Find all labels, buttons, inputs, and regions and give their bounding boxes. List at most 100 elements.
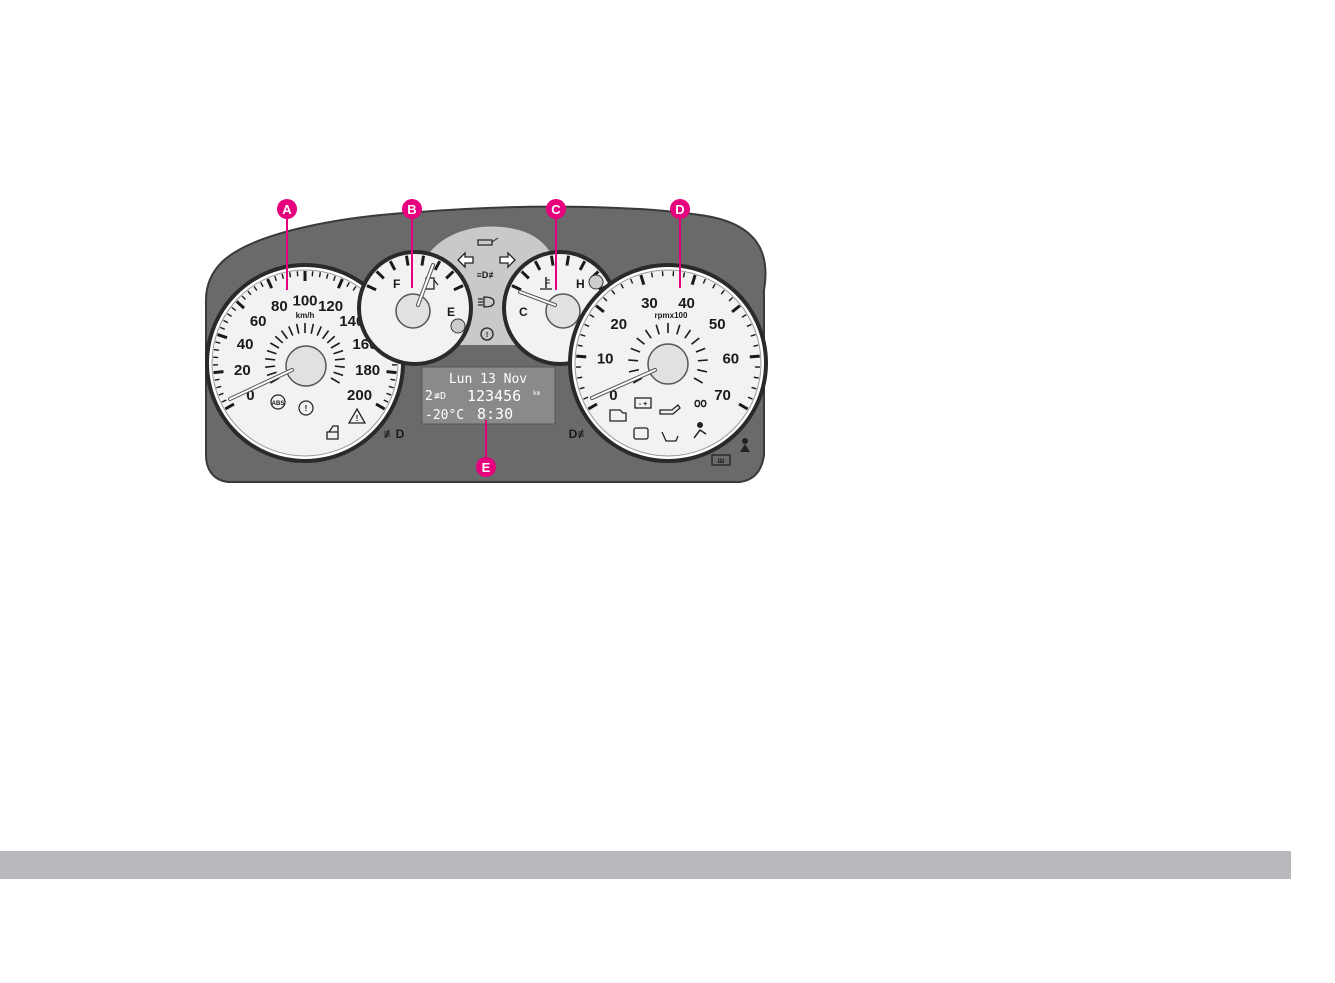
fuel-scale [366, 255, 464, 292]
speed-tick [332, 275, 336, 282]
turn-left-icon [457, 251, 474, 269]
rpm-tick [579, 386, 585, 390]
speed-tick [219, 326, 226, 330]
speed-tick [325, 273, 329, 279]
multifunction-display: Lun 13 Nov 2 ≢D 123456 km -20°C 8:30 [421, 366, 556, 425]
rear-defrost-icon: ш [711, 454, 731, 466]
rpm-inner-tick [644, 329, 652, 339]
speed-inner-tick [330, 342, 341, 349]
rpm-tick [611, 289, 616, 295]
rpm-inner-tick [676, 324, 681, 335]
callout-b: B [402, 199, 422, 219]
speed-inner-tick [334, 358, 345, 361]
immobilizer-icon [633, 427, 649, 440]
glow-plug-icon: ൦൦ [694, 396, 707, 410]
rpm-inner-tick [628, 359, 639, 362]
turn-right-icon [499, 251, 516, 269]
callout-a: A [277, 199, 297, 219]
rpm-tick [580, 333, 586, 337]
speed-inner-tick [321, 330, 330, 340]
svg-text:≢D: ≢D [384, 427, 405, 441]
display-odometer: 123456 [467, 387, 521, 405]
svg-text:≡D≢: ≡D≢ [477, 270, 498, 280]
rpm-label: 50 [709, 316, 726, 333]
rpm-tick [753, 376, 759, 379]
speed-label: 80 [271, 298, 288, 315]
speed-tick [281, 273, 285, 279]
display-temperature: -20°C [425, 408, 464, 423]
speed-tick [226, 313, 232, 317]
rpm-tick [577, 376, 583, 379]
speed-inner-tick [326, 335, 336, 344]
rpm-tick [751, 386, 757, 390]
svg-text:- +: - + [639, 401, 647, 408]
rpm-tick [690, 274, 697, 286]
rpm-tick [731, 304, 741, 314]
temp-warning-lamp [588, 274, 604, 290]
rpm-tick [629, 278, 634, 284]
tachometer-scale [576, 271, 760, 411]
rpm-label: 60 [722, 351, 739, 368]
speed-tick [318, 272, 322, 278]
svg-text:ABS: ABS [272, 401, 285, 407]
fuel-tick [420, 255, 426, 266]
speed-inner-tick [266, 371, 277, 377]
speed-tick [388, 385, 394, 389]
speed-inner-tick [280, 330, 289, 340]
rpm-inner-tick [697, 368, 708, 373]
fuel-tick [366, 284, 377, 292]
display-headlight-icon: ≢D [434, 391, 446, 402]
speed-inner-tick [269, 342, 280, 349]
speed-tick [352, 285, 357, 291]
fuel-empty-label: E [447, 305, 455, 319]
fuel-tick [433, 260, 442, 271]
seatbelt-icon [740, 438, 750, 452]
fault-icon: ! [480, 327, 494, 341]
rpm-label: 70 [714, 387, 731, 404]
rpm-label: 30 [641, 295, 658, 312]
svg-text:C: C [551, 202, 561, 217]
door-open-icon [326, 425, 339, 440]
rpm-tick [577, 344, 583, 347]
callout-e: E [476, 457, 496, 477]
speed-tick [213, 370, 224, 375]
svg-text:B: B [407, 202, 416, 217]
rpm-tick [576, 354, 587, 359]
speed-tick [386, 370, 397, 375]
speed-tick [260, 282, 264, 288]
speed-tick [223, 319, 229, 324]
fuel-tick [375, 270, 385, 280]
speed-label: 120 [318, 298, 343, 315]
speed-inner-tick [333, 349, 344, 355]
rpm-inner-tick [628, 368, 639, 373]
fuel-gauge: F E [357, 250, 473, 366]
rpm-tick [749, 354, 760, 359]
speed-tick [217, 333, 228, 340]
coolant-level-icon [661, 431, 679, 442]
rpm-tick [746, 323, 752, 328]
speed-inner-tick [310, 323, 315, 334]
rpm-tick [583, 396, 589, 400]
rpm-tick [728, 296, 734, 302]
rpm-tick [753, 344, 759, 347]
speed-tick [346, 282, 350, 288]
rpm-unit: rpmx100 [655, 311, 688, 320]
fuel-tick [404, 255, 410, 266]
abs-icon: ABS [270, 394, 286, 410]
rpm-tick [702, 278, 707, 284]
speed-label: 40 [237, 336, 254, 353]
svg-text:ш: ш [718, 456, 725, 465]
speed-tick [266, 278, 274, 289]
fuel-full-label: F [393, 277, 400, 291]
speed-tick [253, 285, 258, 291]
speed-tick [231, 306, 237, 311]
svg-text:!: ! [305, 404, 308, 413]
hazard-icon: ! [347, 407, 367, 424]
display-gear: 2 [425, 389, 433, 404]
display-odometer-unit: km [533, 390, 541, 397]
rpm-label: 10 [597, 351, 614, 368]
rpm-tick [602, 296, 608, 302]
rpm-inner-tick [636, 337, 646, 345]
speed-label: 0 [246, 387, 254, 404]
